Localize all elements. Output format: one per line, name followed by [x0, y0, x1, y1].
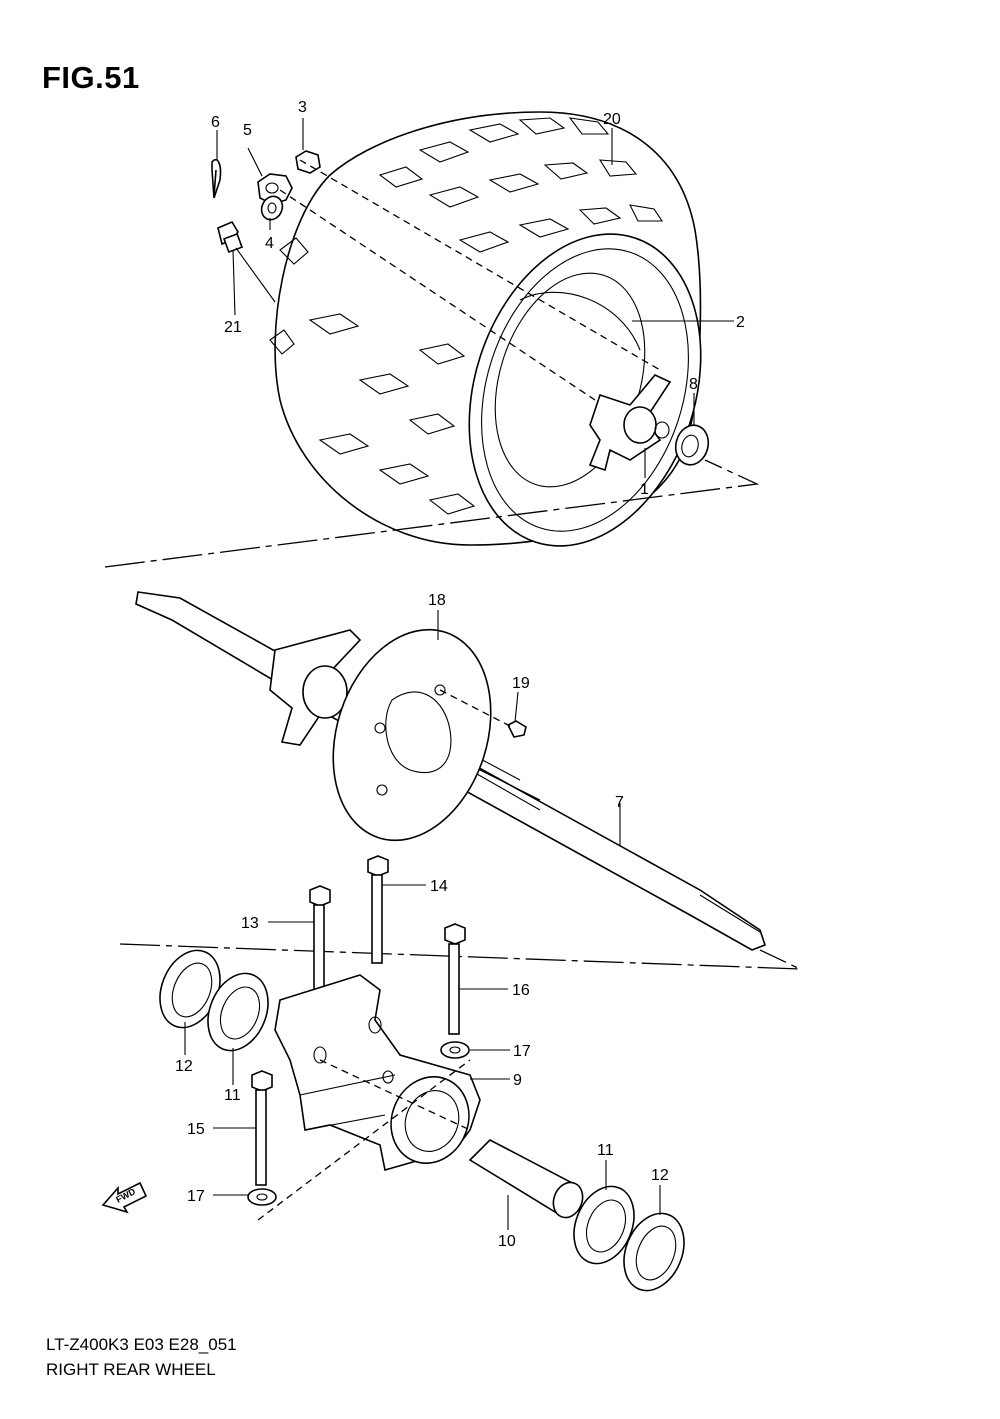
assembly-line	[319, 1059, 471, 1131]
leader-lines	[184, 118, 734, 1230]
callout-numbers: 6 5 3 4 21 20 2 8 1 18 19 7 13 14 16 17 …	[175, 99, 745, 1250]
tire	[269, 111, 702, 547]
model-code: LT-Z400K3 E03 E28_051	[46, 1335, 237, 1354]
spacer-tube	[468, 1139, 584, 1219]
wheel-nut	[295, 150, 321, 174]
callout-16: 16	[512, 982, 530, 999]
figure-title: FIG.51	[42, 60, 140, 95]
assembly-line	[299, 159, 661, 371]
axle-hub	[269, 629, 362, 746]
callout-13: 13	[241, 915, 259, 932]
callout-7: 7	[615, 794, 624, 811]
callout-11-left: 11	[224, 1087, 241, 1104]
washer	[260, 195, 284, 221]
callout-8: 8	[689, 376, 698, 393]
assembly-line	[279, 189, 596, 401]
callout-12-right: 12	[651, 1167, 669, 1184]
bolt-16	[444, 923, 466, 1035]
callout-5: 5	[243, 122, 252, 139]
brake-disc	[332, 628, 492, 842]
callout-17-upper: 17	[513, 1043, 531, 1060]
callout-19: 19	[512, 675, 530, 692]
cotter-pin	[211, 158, 222, 199]
assembly-line	[439, 689, 511, 727]
forward-arrow-icon: FWD	[101, 1181, 148, 1214]
callout-12-left: 12	[175, 1058, 193, 1075]
figure-name: RIGHT REAR WHEEL	[46, 1360, 216, 1379]
section-line	[104, 459, 760, 568]
axle-housing	[274, 974, 481, 1172]
washer-17-lower	[247, 1188, 277, 1206]
callout-11-right: 11	[597, 1142, 614, 1159]
callout-2: 2	[736, 314, 745, 331]
section-line	[119, 943, 801, 970]
callout-20: 20	[603, 111, 621, 128]
bolt-14	[367, 855, 389, 964]
washer-17-upper	[440, 1041, 470, 1059]
callout-18: 18	[428, 592, 446, 609]
bolt-13	[309, 885, 331, 994]
callout-1: 1	[640, 481, 649, 498]
bearing-left	[207, 972, 269, 1052]
callout-15: 15	[187, 1121, 205, 1138]
oil-seal-right	[623, 1212, 685, 1292]
callout-4: 4	[265, 235, 274, 252]
castle-nut	[257, 173, 293, 205]
callout-17-lower: 17	[187, 1188, 205, 1205]
callout-3: 3	[298, 99, 307, 116]
callout-14: 14	[430, 878, 448, 895]
callout-10: 10	[498, 1233, 516, 1250]
disc-bolt	[506, 720, 527, 738]
callout-6: 6	[211, 114, 220, 131]
wheel-hub	[588, 374, 672, 472]
callout-9: 9	[513, 1072, 522, 1089]
callout-21: 21	[224, 319, 242, 336]
bolt-15	[251, 1070, 273, 1186]
assembly-line	[257, 1059, 471, 1221]
valve	[217, 220, 243, 253]
hub-nut	[674, 424, 710, 466]
